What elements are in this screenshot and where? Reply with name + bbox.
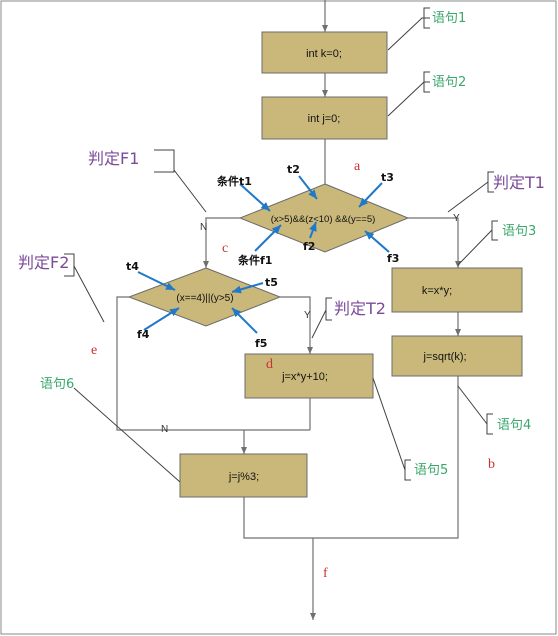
branch-y1: Y bbox=[453, 213, 460, 224]
process-box-sqrt-text: j=sqrt(k); bbox=[422, 351, 466, 363]
path-letter-c: c bbox=[222, 241, 228, 256]
process-box-sqrt: j=sqrt(k); bbox=[391, 335, 523, 377]
condition-label-f1: 条件f1 bbox=[237, 253, 272, 267]
condition-label-f4: f4 bbox=[137, 328, 150, 341]
statement-label-4: 语句4 bbox=[497, 418, 531, 433]
decision-1-text: (x>5)&&(z<10) &&(y==5) bbox=[271, 214, 376, 225]
statement-label-5: 语句5 bbox=[414, 463, 448, 478]
decision-2-text: (x==4)||(y>5) bbox=[176, 293, 233, 304]
process-box-j-text: int j=0; bbox=[308, 113, 341, 125]
condition-label-t4: t4 bbox=[126, 260, 139, 273]
process-box-kxy-text: k=x*y; bbox=[422, 285, 452, 297]
path-letter-b: b bbox=[488, 457, 495, 472]
condition-label-t1: 条件t1 bbox=[216, 174, 252, 188]
statement-label-2: 语句2 bbox=[432, 75, 466, 90]
judgement-label-f1: 判定F1 bbox=[88, 149, 139, 168]
condition-label-t2: t2 bbox=[287, 163, 300, 176]
statement-label-1: 语句1 bbox=[432, 11, 466, 26]
path-letter-f: f bbox=[323, 566, 328, 581]
condition-arrows bbox=[137, 175, 390, 334]
decision-2: (x==4)||(y>5) bbox=[127, 267, 282, 327]
statement-label-6: 语句6 bbox=[40, 377, 74, 392]
condition-label-f5: f5 bbox=[255, 337, 267, 350]
process-box-k: int k=0; bbox=[261, 31, 388, 74]
branch-n1: N bbox=[200, 222, 207, 233]
judgement-label-t2: 判定T2 bbox=[334, 299, 386, 318]
statement-label-3: 语句3 bbox=[502, 224, 536, 239]
condition-label-t5: t5 bbox=[265, 276, 278, 289]
branch-n2: N bbox=[161, 424, 168, 435]
flow-lines bbox=[116, 0, 461, 620]
path-letter-e: e bbox=[91, 343, 97, 358]
annotation-leaders bbox=[64, 7, 498, 483]
judgement-label-f2: 判定F2 bbox=[18, 253, 69, 272]
condition-label-f2: f2 bbox=[303, 240, 315, 253]
process-box-jmod: j=j%3; bbox=[179, 453, 308, 498]
process-box-k-text: int k=0; bbox=[306, 48, 342, 60]
condition-label-f3: f3 bbox=[387, 252, 399, 265]
process-box-jmod-text: j=j%3; bbox=[228, 471, 259, 483]
branch-y2: Y bbox=[304, 310, 311, 321]
process-box-kxy: k=x*y; bbox=[391, 267, 523, 313]
process-box-jxy: j=x*y+10; bbox=[244, 353, 374, 399]
condition-label-t3: t3 bbox=[381, 171, 394, 184]
judgement-label-t1: 判定T1 bbox=[493, 173, 545, 192]
path-letter-a: a bbox=[354, 159, 361, 174]
process-box-j: int j=0; bbox=[261, 96, 388, 140]
process-box-jxy-text: j=x*y+10; bbox=[281, 371, 328, 383]
path-letter-d: d bbox=[266, 357, 273, 372]
